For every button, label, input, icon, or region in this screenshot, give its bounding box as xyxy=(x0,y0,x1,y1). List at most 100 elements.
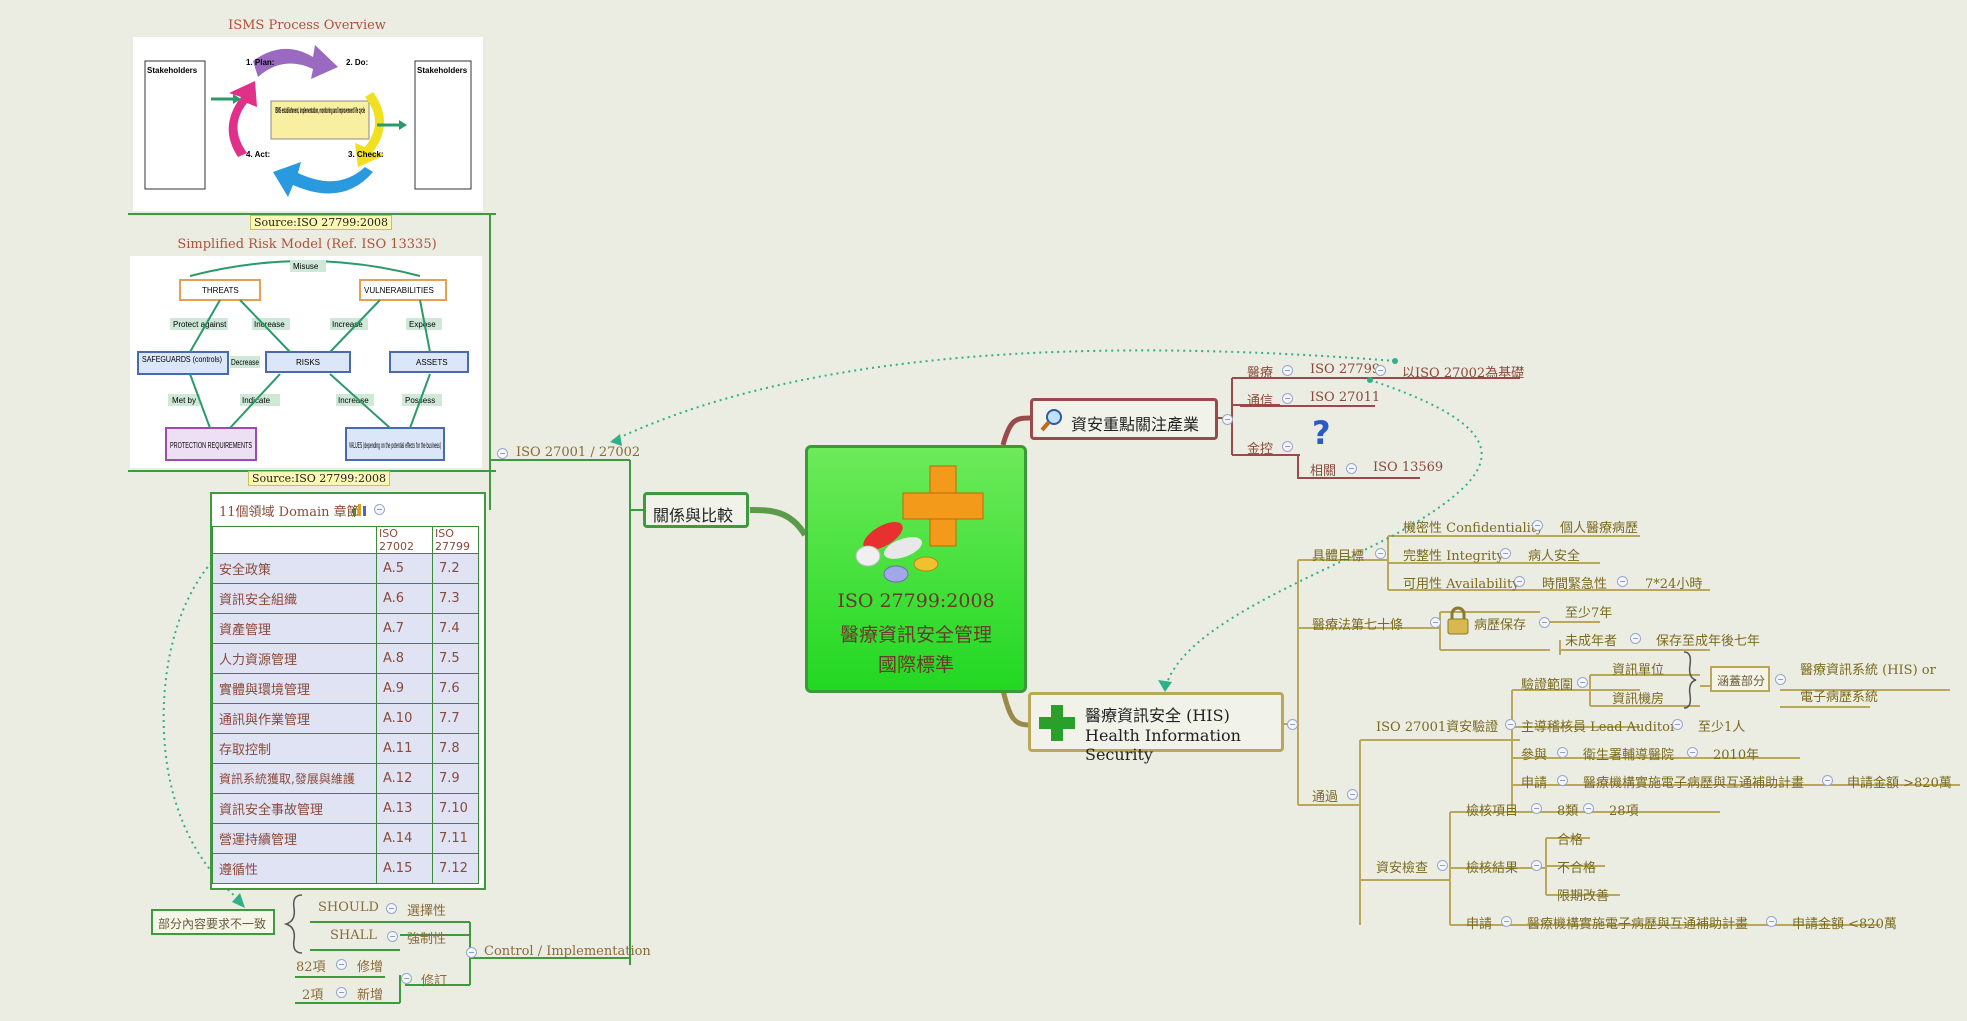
iso27799-clause: 7.5 xyxy=(432,643,479,674)
topic-relation[interactable]: 關係與比較 xyxy=(643,492,749,528)
risk-vulns: VULNERABILITIES xyxy=(364,286,434,295)
record-keep-label: 病歷保存 xyxy=(1474,618,1527,633)
central-title-2: 醫療資訊安全管理 xyxy=(839,624,992,646)
scope-unit: 資訊單位 xyxy=(1612,663,1665,678)
domain-name: 資產管理 xyxy=(212,613,377,644)
collapse-toggle[interactable]: − xyxy=(387,931,398,942)
svg-text:?: ? xyxy=(1312,416,1331,450)
collapse-toggle[interactable]: − xyxy=(374,504,385,515)
domain-name: 資訊安全組織 xyxy=(212,583,377,614)
collapse-toggle[interactable]: − xyxy=(1514,576,1525,587)
collapse-toggle[interactable]: − xyxy=(1346,463,1357,474)
collapse-toggle[interactable]: − xyxy=(1532,520,1543,531)
collapse-toggle[interactable]: − xyxy=(1583,803,1594,814)
isms-center: ISMS establishment, implementation, moni… xyxy=(275,106,365,115)
collapse-toggle[interactable]: − xyxy=(1375,548,1386,559)
green-cross-icon xyxy=(1039,705,1075,741)
isms-plan: 1. Plan: xyxy=(246,58,274,67)
collapse-toggle[interactable]: − xyxy=(386,903,397,914)
risk-caption: Simplified Risk Model (Ref. ISO 13335) xyxy=(177,237,437,252)
collapse-toggle[interactable]: − xyxy=(1505,719,1516,730)
iso27002-clause: A.7 xyxy=(376,613,433,644)
iso27799-clause: 7.11 xyxy=(432,823,479,854)
n82-label: 82項 xyxy=(296,960,326,975)
collapse-toggle[interactable]: − xyxy=(1282,393,1293,404)
collapse-toggle[interactable]: − xyxy=(1630,633,1641,644)
collapse-toggle[interactable]: − xyxy=(1282,365,1293,376)
risk-inc2: Increase xyxy=(332,320,363,329)
minor-rule-value: 保存至成年後七年 xyxy=(1656,634,1761,649)
iso27002-clause: A.14 xyxy=(376,823,433,854)
domain-table-title: 11個領域 Domain 章節 xyxy=(219,505,360,520)
iso27799-clause: 7.4 xyxy=(432,613,479,644)
risk-protect: Protect against xyxy=(173,320,227,329)
covers-label: 涵蓋部分 xyxy=(1717,674,1766,688)
collapse-toggle[interactable]: − xyxy=(1430,617,1441,628)
collapse-toggle[interactable]: − xyxy=(336,959,347,970)
collapse-toggle[interactable]: − xyxy=(1557,775,1568,786)
collapse-toggle[interactable]: − xyxy=(1687,747,1698,758)
collapse-toggle[interactable]: − xyxy=(336,987,347,998)
collapse-toggle[interactable]: − xyxy=(1672,719,1683,730)
isms-caption: ISMS Process Overview xyxy=(228,18,386,33)
collapse-toggle[interactable]: − xyxy=(1531,860,1542,871)
lead-auditor-label: 主導稽核員 Lead Auditor xyxy=(1521,720,1677,735)
iso27002-clause: A.15 xyxy=(376,853,433,884)
domain-name: 遵循性 xyxy=(212,853,377,884)
domain-name: 存取控制 xyxy=(212,733,377,764)
collapse-toggle[interactable]: − xyxy=(1287,719,1298,730)
collapse-toggle[interactable]: − xyxy=(1557,747,1568,758)
iso27002-clause: A.13 xyxy=(376,793,433,824)
availability-extra: 7*24小時 xyxy=(1645,577,1703,592)
collapse-toggle[interactable]: − xyxy=(1437,860,1448,871)
pass-label: 通過 xyxy=(1312,790,1339,805)
iso27001-cert-label: ISO 27001資安驗證 xyxy=(1376,720,1499,735)
collapse-toggle[interactable]: − xyxy=(1577,677,1588,688)
brace-icon xyxy=(1683,651,1697,709)
domain-table-node[interactable]: 11個領域 Domain 章節 − ISO 27002 ISO 27799 安全… xyxy=(210,492,486,890)
covers-his: 醫療資訊系統 (HIS) or xyxy=(1800,663,1936,678)
apply-amount-1: 申請金額 >820萬 xyxy=(1847,776,1952,791)
diff-box[interactable]: 部分內容要求不一致 xyxy=(151,909,275,935)
covers-box[interactable]: 涵蓋部分 xyxy=(1710,666,1770,692)
should-value: 選擇性 xyxy=(407,904,447,919)
table-header xyxy=(212,526,377,554)
collapse-toggle[interactable]: − xyxy=(497,448,508,459)
domain-name: 資訊系統獲取,發展與維護 xyxy=(212,763,377,794)
collapse-toggle[interactable]: − xyxy=(1222,414,1233,425)
iso27002-clause: A.5 xyxy=(376,553,433,584)
collapse-toggle[interactable]: − xyxy=(1766,916,1777,927)
collapse-toggle[interactable]: − xyxy=(1282,441,1293,452)
lead-auditor-value: 至少1人 xyxy=(1698,720,1746,735)
collapse-toggle[interactable]: − xyxy=(1531,803,1542,814)
collapse-toggle[interactable]: − xyxy=(1347,789,1358,800)
check-items-a: 8類 xyxy=(1557,804,1579,819)
finance-label: 金控 xyxy=(1247,442,1274,457)
collapse-toggle[interactable]: − xyxy=(1775,674,1786,685)
collapse-toggle[interactable]: − xyxy=(1539,617,1550,628)
isms-check: 3. Check: xyxy=(348,150,384,159)
result-pass: 合格 xyxy=(1557,833,1584,848)
central-topic[interactable]: ISO 27799:2008 醫療資訊安全管理 國際標準 xyxy=(805,445,1027,693)
topic-his-line1: 醫療資訊安全 (HIS) xyxy=(1085,706,1230,725)
collapse-toggle[interactable]: − xyxy=(1375,365,1386,376)
collapse-toggle[interactable]: − xyxy=(466,947,477,958)
result-improve: 限期改善 xyxy=(1557,889,1610,904)
risk-metby: Met by xyxy=(172,396,196,405)
collapse-toggle[interactable]: − xyxy=(1822,775,1833,786)
topic-industry[interactable]: 資安重點關注產業 xyxy=(1030,398,1218,440)
source-label-1: Source:ISO 27799:2008 xyxy=(250,215,392,230)
risk-expose: Expose xyxy=(409,320,436,329)
join-year: 2010年 xyxy=(1713,748,1760,763)
topic-his[interactable]: 醫療資訊安全 (HIS) Health Information Security xyxy=(1028,692,1284,764)
availability-value: 時間緊急性 xyxy=(1542,577,1608,592)
collapse-toggle[interactable]: − xyxy=(1500,548,1511,559)
table-header: ISO 27799 xyxy=(432,526,479,554)
revise-label: 修訂 xyxy=(421,974,448,989)
collapse-toggle[interactable]: − xyxy=(1501,916,1512,927)
collapse-toggle[interactable]: − xyxy=(1617,576,1628,587)
collapse-toggle[interactable]: − xyxy=(401,973,412,984)
law-item-7years: 至少7年 xyxy=(1565,606,1613,621)
